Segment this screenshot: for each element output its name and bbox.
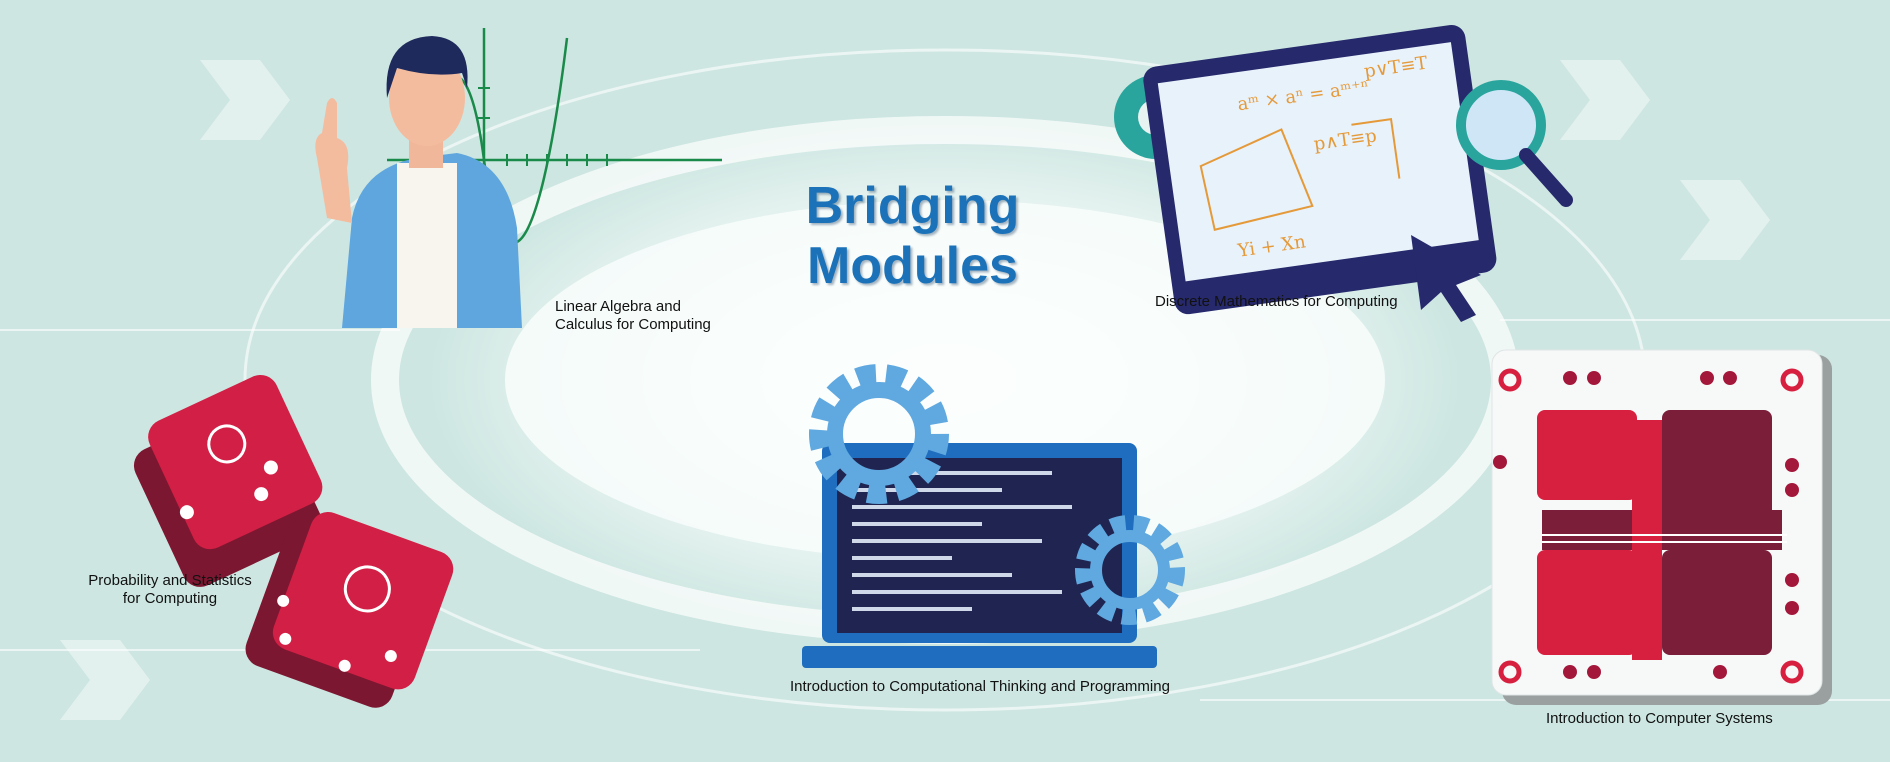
label-line: Linear Algebra and bbox=[555, 298, 681, 315]
page-title: Bridging Modules bbox=[800, 176, 1025, 296]
label-line: for Computing bbox=[122, 590, 218, 607]
dice-icon bbox=[133, 374, 454, 708]
module-label-linear-algebra: Linear Algebra and Calculus for Computin… bbox=[555, 298, 711, 334]
monitor-math-icon: aᵐ × aⁿ = aᵐ⁺ⁿp∧T≡pYi + Xnp∨T≡T bbox=[1114, 24, 1573, 322]
title-line-2: Modules bbox=[807, 237, 1018, 295]
label-line: Probability and Statistics bbox=[88, 572, 252, 589]
teacher-graph-icon bbox=[315, 28, 722, 328]
label-line: Calculus for Computing bbox=[555, 316, 711, 333]
circuit-chip-icon bbox=[1491, 349, 1832, 705]
laptop-gears-icon bbox=[802, 364, 1185, 668]
module-label-probability: Probability and Statistics for Computing bbox=[80, 572, 260, 608]
module-label-discrete-math: Discrete Mathematics for Computing bbox=[1155, 293, 1398, 310]
title-line-1: Bridging bbox=[805, 177, 1020, 235]
module-label-computational-thinking: Introduction to Computational Thinking a… bbox=[790, 678, 1170, 695]
module-label-computer-systems: Introduction to Computer Systems bbox=[1546, 710, 1773, 727]
